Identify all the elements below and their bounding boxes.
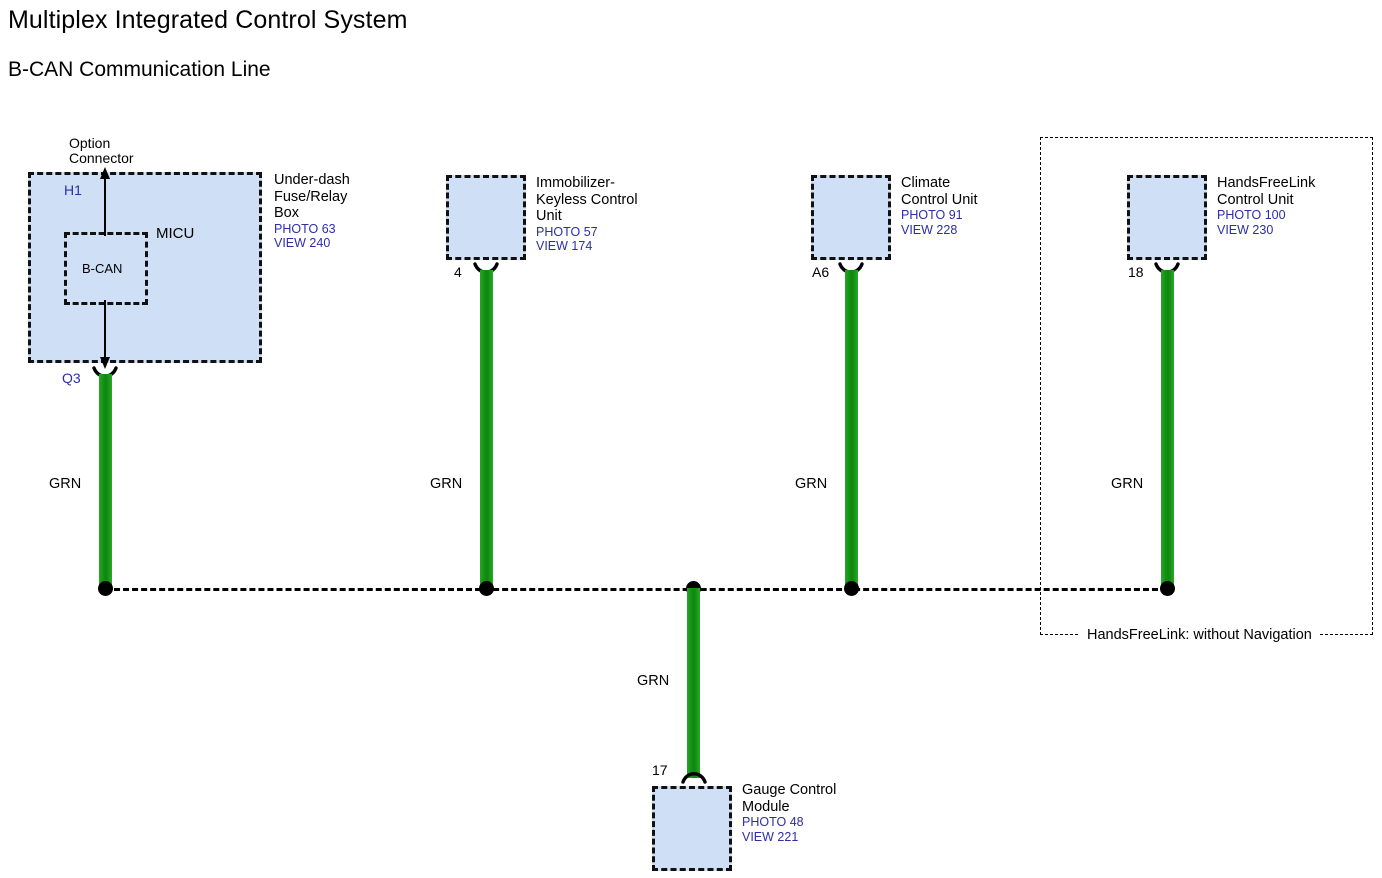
photo-reference[interactable]: PHOTO 100 — [1217, 208, 1286, 222]
wire-color-label-2: GRN — [430, 476, 463, 492]
module-gauge-control-module[interactable] — [652, 786, 732, 871]
module-name-line-2: Keyless Control — [536, 191, 638, 208]
photo-reference[interactable]: PHOTO 63 — [274, 221, 336, 236]
module-name-line-1: Immobilizer- — [536, 175, 615, 191]
module-name-line-1: HandsFreeLink — [1217, 175, 1316, 191]
module-climate-control-unit[interactable] — [811, 175, 891, 260]
terminal-4: 4 — [454, 264, 462, 280]
page-title: Multiplex Integrated Control System — [8, 6, 408, 34]
annotation-immobilizer-keyless-control-unit: Immobilizer- Keyless Control Unit PHOTO … — [536, 175, 638, 254]
option-group-caption: HandsFreeLink: without Navigation — [1080, 627, 1319, 644]
terminal-q3: Q3 — [62, 370, 81, 386]
wire-color-label-4: GRN — [1111, 476, 1144, 492]
wire-bus-to-terminal17 — [687, 588, 700, 778]
module-name-line-2: Module — [742, 798, 790, 815]
module-name-line-1: Gauge Control — [742, 782, 837, 798]
photo-reference[interactable]: PHOTO 57 — [536, 224, 598, 239]
module-name-line-3: Unit — [536, 208, 562, 224]
option-connector-label-line2: Connector — [69, 150, 134, 166]
module-under-dash-fuse-relay-box[interactable] — [28, 172, 262, 363]
connector-terminal-17 — [681, 772, 707, 784]
module-immobilizer-keyless-control-unit[interactable] — [446, 175, 526, 260]
wire-color-label-5: GRN — [637, 673, 670, 689]
terminal-17: 17 — [652, 762, 668, 778]
wire-terminal18-to-bus — [1161, 270, 1174, 589]
wire-terminala6-to-bus — [845, 270, 858, 589]
option-connector-label-line1: Option — [69, 135, 111, 151]
wire-q3-to-bus — [99, 374, 112, 589]
module-handsfreelink-control-unit[interactable] — [1127, 175, 1207, 260]
annotation-climate-control-unit: Climate Control Unit PHOTO 91 VIEW 228 — [901, 175, 978, 237]
module-name-line-3: Box — [274, 205, 299, 221]
module-name-line-2: Control Unit — [1217, 191, 1294, 208]
q3-arrow-down — [100, 300, 110, 369]
bcan-label: B-CAN — [82, 261, 123, 276]
photo-reference[interactable]: PHOTO 48 — [742, 815, 804, 829]
view-reference[interactable]: VIEW 174 — [536, 239, 593, 253]
option-connector-arrow-up — [100, 167, 110, 236]
view-reference[interactable]: VIEW 230 — [1217, 222, 1274, 237]
terminal-a6: A6 — [812, 264, 830, 280]
module-name-line-2: Fuse/Relay — [274, 188, 348, 205]
page-subtitle: B-CAN Communication Line — [8, 58, 271, 81]
annotation-gauge-control-module: Gauge Control Module PHOTO 48 VIEW 221 — [742, 782, 836, 844]
junction-dot-terminal-4 — [479, 581, 494, 596]
view-reference[interactable]: VIEW 240 — [274, 236, 331, 250]
photo-reference[interactable]: PHOTO 91 — [901, 208, 963, 222]
wire-color-label-1: GRN — [49, 476, 82, 492]
junction-dot-terminal-a6 — [844, 581, 859, 596]
annotation-handsfreelink-control-unit: HandsFreeLink Control Unit PHOTO 100 VIE… — [1217, 175, 1315, 237]
micu-label: MICU — [156, 225, 195, 242]
annotation-under-dash-fuse-relay-box: Under-dash Fuse/Relay Box PHOTO 63 VIEW … — [274, 172, 350, 251]
module-name-line-2: Control Unit — [901, 191, 978, 208]
view-reference[interactable]: VIEW 221 — [742, 829, 799, 844]
wire-terminal4-to-bus — [480, 270, 493, 589]
terminal-18: 18 — [1128, 264, 1144, 280]
b-can-bus-line — [105, 588, 1167, 591]
junction-dot-terminal-18 — [1160, 581, 1175, 596]
view-reference[interactable]: VIEW 228 — [901, 222, 958, 237]
module-name-line-1: Under-dash — [274, 172, 350, 188]
wire-color-label-3: GRN — [795, 476, 828, 492]
module-name-line-1: Climate — [901, 175, 951, 191]
terminal-h1: H1 — [64, 182, 82, 198]
junction-dot-q3 — [98, 581, 113, 596]
